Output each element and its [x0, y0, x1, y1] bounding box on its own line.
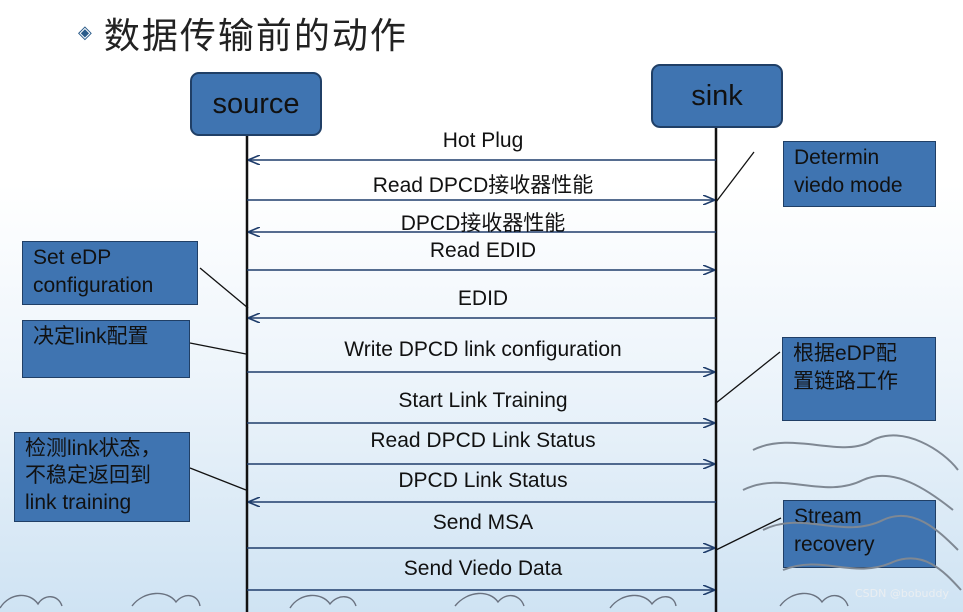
msg-write-dpcd-link: Write DPCD link configuration: [344, 338, 622, 361]
connector-set-edp: [199, 267, 249, 309]
source-label: source: [212, 87, 300, 120]
note-set-edp: Set eDP configuration: [22, 241, 198, 305]
diamond-bullet-icon: ◈: [78, 22, 92, 43]
msg-hot-plug: Hot Plug: [442, 129, 524, 152]
msg-dpcd-cap: DPCD接收器性能: [400, 212, 566, 235]
msg-read-dpcd-cap: Read DPCD接收器性能: [372, 174, 594, 197]
msg-edid: EDID: [457, 287, 509, 310]
sink-box: sink: [651, 64, 783, 128]
dragon-decoration: [742, 434, 962, 591]
msg-start-training: Start Link Training: [398, 389, 568, 412]
connector-determin: [715, 151, 755, 203]
note-edp-link-work: 根据eDP配 置链路工作: [782, 337, 936, 421]
connector-detect-link: [189, 467, 247, 491]
note-detect-link: 检测link状态， 不稳定返回到 link training: [14, 432, 190, 522]
msg-link-status: DPCD Link Status: [398, 469, 568, 492]
msg-read-edid: Read EDID: [429, 239, 537, 262]
msg-read-link-status: Read DPCD Link Status: [370, 429, 596, 452]
connector-stream-recovery: [715, 517, 782, 551]
watermark: CSDN @bobuddy: [855, 587, 949, 600]
source-box: source: [190, 72, 322, 136]
note-stream-recovery: Stream recovery: [783, 500, 936, 568]
note-decide-link: 决定link配置: [22, 320, 190, 378]
page-title: 数据传输前的动作: [103, 16, 408, 57]
sink-label: sink: [691, 79, 743, 112]
connector-decide-link: [189, 342, 247, 355]
title-row: ◈ 数据传输前的动作: [78, 8, 408, 58]
msg-send-msa: Send MSA: [432, 511, 534, 534]
cloud-pattern-decoration: [0, 592, 849, 609]
connector-edp-link-work: [715, 351, 781, 404]
note-determin: Determin viedo mode: [783, 141, 936, 207]
msg-send-video: Send Viedo Data: [403, 557, 563, 580]
